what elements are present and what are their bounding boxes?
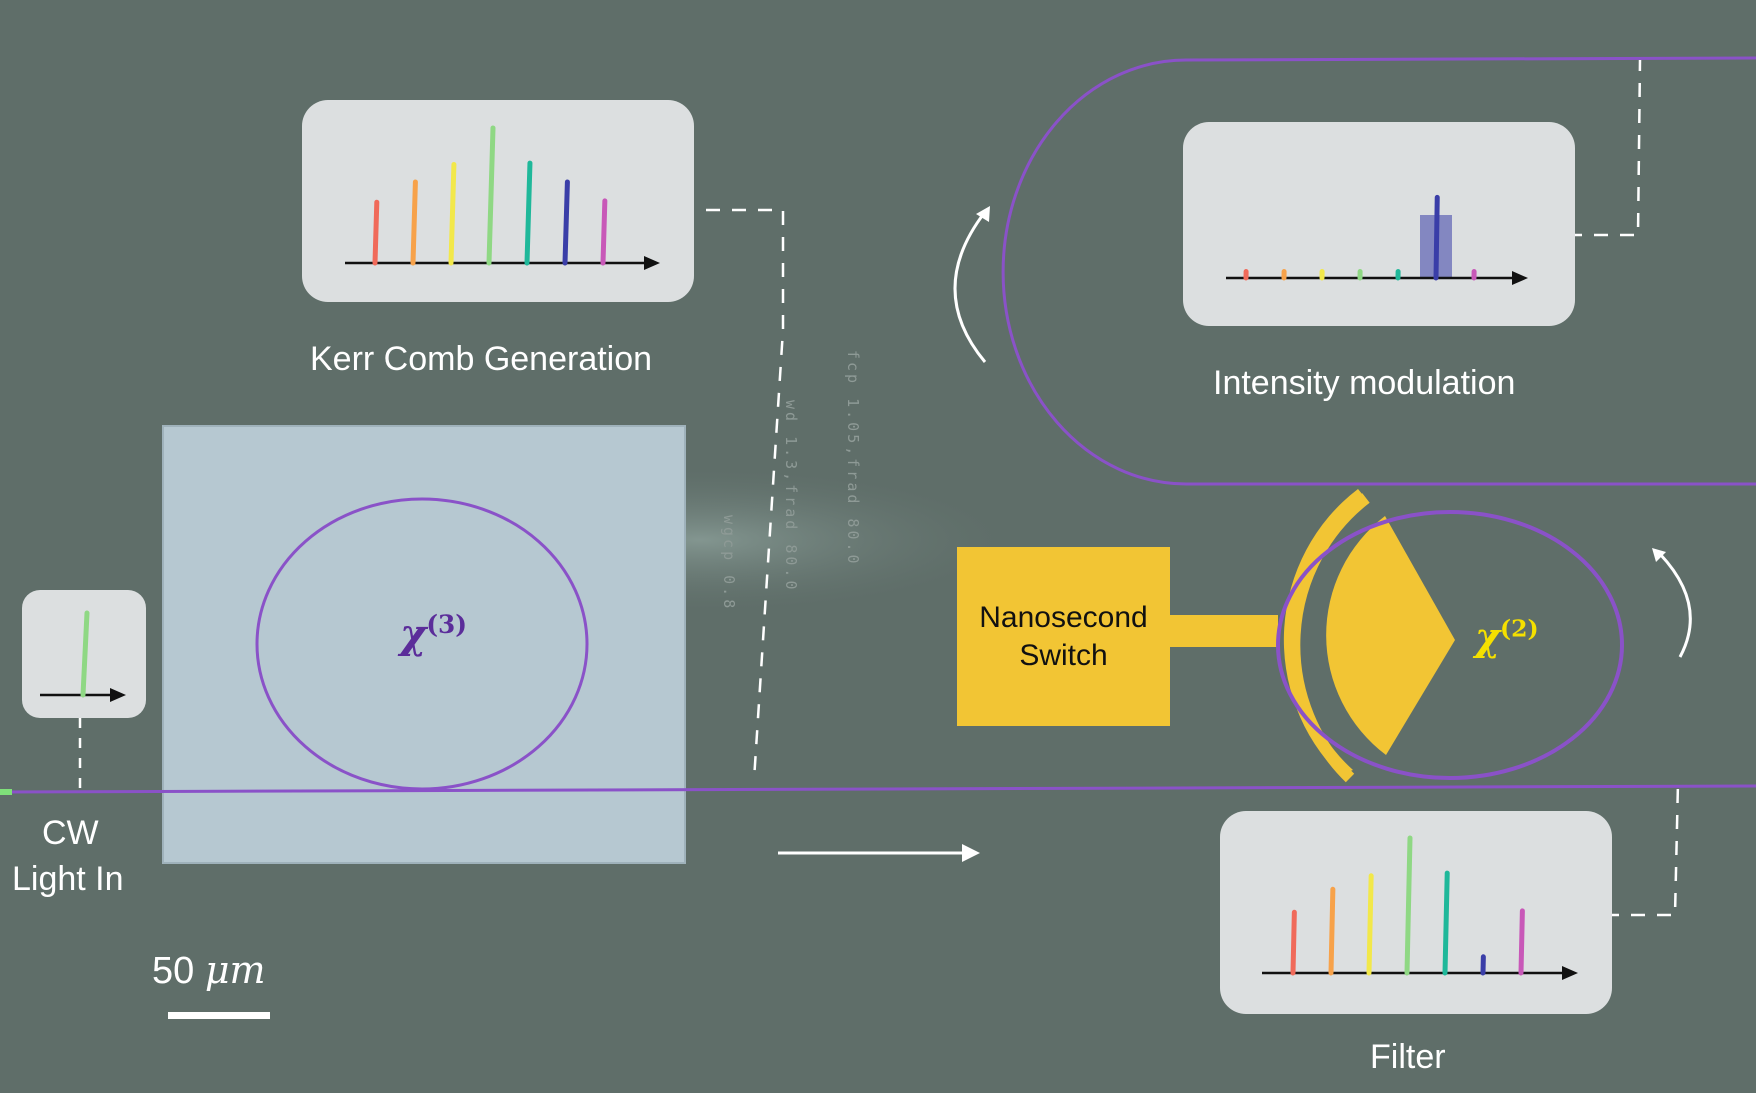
spec-input-axis-arrowhead bbox=[110, 688, 126, 702]
kerr-dashed-link bbox=[680, 208, 785, 781]
chi2-symbol: χ bbox=[1475, 614, 1500, 659]
spec-intensity-line-6 bbox=[1433, 194, 1440, 281]
switch-connector bbox=[1168, 615, 1278, 647]
bus-flow-arrowhead bbox=[962, 844, 980, 862]
filter-label: Filter bbox=[1370, 1038, 1446, 1076]
chi3-symbol: χ bbox=[400, 610, 427, 658]
intensity-spectrum bbox=[1226, 194, 1528, 285]
scale-bar bbox=[168, 1012, 270, 1019]
spec-filter-axis-arrowhead bbox=[1562, 966, 1578, 980]
light-in-label: Light In bbox=[12, 860, 124, 898]
kerr-spectrum-card bbox=[302, 100, 694, 302]
switch-pad bbox=[957, 547, 1170, 726]
chi2-ring bbox=[1276, 510, 1624, 780]
chi2-ccw-arrow bbox=[1658, 552, 1692, 658]
spec-input-line-1 bbox=[80, 610, 90, 698]
spec-filter-line-2 bbox=[1328, 886, 1336, 976]
chi3-order: (3) bbox=[426, 610, 468, 639]
filter-spectrum bbox=[1262, 835, 1578, 980]
spec-kerr-line-6 bbox=[562, 179, 570, 266]
kerr-spectrum bbox=[345, 125, 660, 270]
engraved-text-3: fcp 1.05,frad 80.0 bbox=[844, 350, 862, 567]
spec-kerr-line-1 bbox=[372, 199, 380, 266]
switch-line-1: Nanosecond bbox=[979, 601, 1148, 634]
spec-kerr-line-3 bbox=[448, 161, 457, 266]
scale-bar-label: 50 μm bbox=[152, 948, 266, 993]
spec-intensity-axis-arrowhead bbox=[1512, 271, 1528, 285]
chi2-ccw-arrowhead bbox=[1652, 548, 1666, 562]
bus-waveguide bbox=[0, 784, 1756, 794]
spec-kerr-line-2 bbox=[410, 179, 418, 266]
spec-kerr-line-4 bbox=[486, 125, 496, 266]
scale-value: 50 bbox=[152, 950, 195, 992]
kerr-comb-label: Kerr Comb Generation bbox=[310, 340, 653, 378]
filter-dashed-link bbox=[1605, 781, 1680, 917]
arc-electrode-outer bbox=[1288, 493, 1370, 783]
spec-kerr-axis-arrowhead bbox=[644, 256, 660, 270]
chi2-order: (2) bbox=[1500, 614, 1539, 643]
chi3-label: χ(3) bbox=[400, 610, 467, 657]
input-spectrum bbox=[40, 610, 126, 702]
spec-filter-line-5 bbox=[1442, 870, 1450, 976]
spec-kerr-line-7 bbox=[600, 198, 608, 266]
intensity-spectrum-card bbox=[1183, 122, 1575, 326]
spec-filter-line-3 bbox=[1366, 873, 1374, 976]
racetrack-waveguide bbox=[1001, 56, 1756, 486]
intensity-modulation-label: Intensity modulation bbox=[1213, 364, 1516, 402]
cw-label: CW bbox=[42, 814, 99, 852]
spec-filter-line-4 bbox=[1404, 835, 1413, 976]
racetrack-ccw-arrow bbox=[953, 211, 987, 363]
nanosecond-switch-label: Nanosecond Switch bbox=[957, 599, 1170, 675]
spec-filter-line-7 bbox=[1518, 908, 1525, 976]
spec-filter-line-1 bbox=[1290, 909, 1297, 976]
scale-unit: μm bbox=[204, 948, 266, 992]
chi2-label: χ(2) bbox=[1475, 614, 1539, 659]
engraved-text-2: wd 1.3,frad 80.0 bbox=[782, 400, 800, 593]
spec-kerr-line-5 bbox=[524, 160, 533, 266]
engraved-text-1: wgcp 0.8 bbox=[720, 515, 738, 612]
chi3-ring bbox=[255, 497, 589, 791]
switch-line-2: Switch bbox=[1019, 639, 1108, 672]
racetrack-ccw-arrowhead bbox=[976, 206, 990, 222]
filter-spectrum-card bbox=[1220, 811, 1612, 1014]
wedge-electrode bbox=[1326, 516, 1455, 755]
intensity-dashed-link bbox=[1568, 59, 1642, 237]
